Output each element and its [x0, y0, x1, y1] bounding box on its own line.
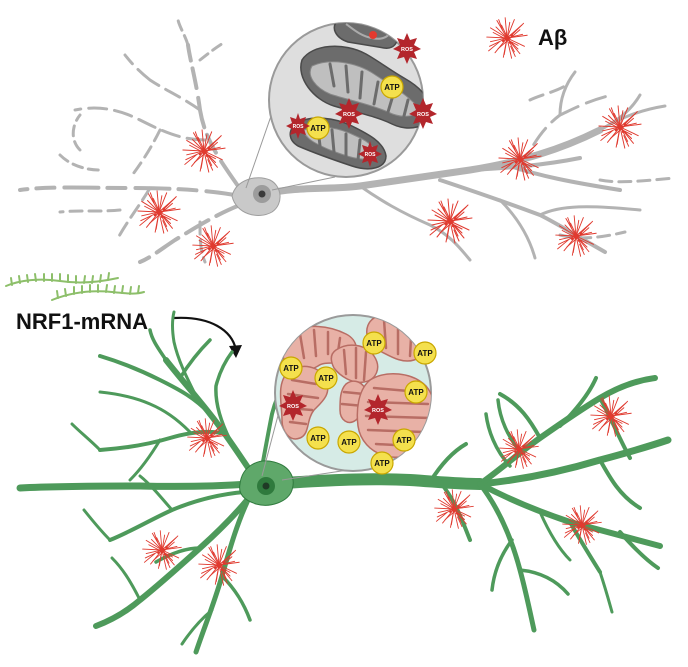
- atp-label: ATP: [341, 438, 357, 447]
- abeta-label: Aβ: [538, 25, 567, 50]
- ros-label: ROS: [293, 124, 305, 130]
- abeta-legend: Aβ: [486, 17, 567, 59]
- ros-label: ROS: [417, 112, 429, 118]
- atp-label: ATP: [374, 459, 390, 468]
- ros-label: ROS: [343, 112, 355, 118]
- atp-badge-icon: ATP: [380, 75, 404, 99]
- atp-badge-icon: ATP: [306, 426, 330, 450]
- healthy-neuron-icon: [16, 310, 672, 655]
- amyloid-beta-plaque-icon: [486, 17, 528, 59]
- zoom-inset-damaged: ATP ATP ROS ROS ROS ROS ROS: [268, 22, 437, 178]
- atp-label: ATP: [283, 364, 299, 373]
- mitochondrion-icon: [300, 45, 423, 129]
- atp-label: ATP: [318, 374, 334, 383]
- nrf1-mrna-label: NRF1-mRNA: [16, 309, 148, 334]
- ros-star-icon: ROS: [358, 141, 382, 167]
- atp-badge-icon: ATP: [306, 116, 330, 140]
- atp-badge-icon: ATP: [314, 366, 338, 390]
- ros-label: ROS: [365, 152, 377, 158]
- ros-star-icon: ROS: [335, 98, 363, 129]
- atp-badge-icon: ATP: [362, 331, 386, 355]
- atp-badge-icon: ATP: [404, 380, 428, 404]
- diseased-neuron-icon: [18, 18, 677, 264]
- atp-badge-icon: ATP: [370, 451, 394, 475]
- curved-arrow-icon: [173, 316, 242, 358]
- atp-label: ATP: [408, 388, 424, 397]
- ros-star-icon: ROS: [279, 390, 307, 421]
- atp-badge-icon: ATP: [279, 356, 303, 380]
- ros-star-icon: ROS: [409, 98, 437, 129]
- atp-badge-icon: ATP: [392, 428, 416, 452]
- ros-label: ROS: [287, 404, 299, 410]
- atp-badge-icon: ATP: [413, 341, 437, 365]
- healthy-soma: [239, 460, 294, 506]
- mrna-strand-icon: [5, 272, 145, 301]
- mitochondrion-icon: [330, 344, 379, 384]
- ros-label: ROS: [401, 47, 413, 53]
- ros-label: ROS: [372, 408, 384, 414]
- ros-star-icon: ROS: [393, 33, 421, 64]
- atp-label: ATP: [366, 339, 382, 348]
- atp-label: ATP: [417, 349, 433, 358]
- diseased-soma: [231, 177, 281, 216]
- zoom-inset-healthy: ATP ATP ATP ATP ATP ATP ATP ATP: [274, 314, 437, 475]
- atp-label: ATP: [310, 124, 326, 133]
- ros-star-icon: ROS: [364, 394, 392, 425]
- atp-label: ATP: [310, 434, 326, 443]
- atp-badge-icon: ATP: [337, 430, 361, 454]
- atp-label: ATP: [384, 83, 400, 92]
- atp-label: ATP: [396, 436, 412, 445]
- ros-star-icon: ROS: [286, 113, 310, 139]
